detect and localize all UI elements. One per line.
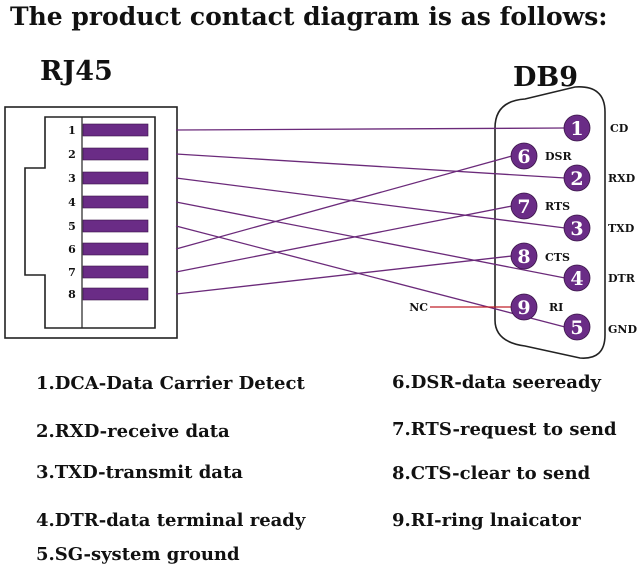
legend-item: 7.RTS-request to send: [392, 419, 617, 440]
rj45-pin-number: 6: [68, 243, 76, 256]
wire-rj5-db5: [175, 225, 566, 328]
rj45-pin-number: 4: [68, 196, 76, 209]
rj45-pin-5: [82, 219, 149, 233]
wire-rj3-db3: [175, 177, 566, 229]
db9-pin-number: 5: [570, 317, 583, 339]
rj45-pin-6: [82, 242, 149, 256]
wire-rj8-db8: [175, 255, 513, 295]
db9-pin-number: 7: [517, 196, 530, 218]
legend-item: 9.RI-ring lnaicator: [392, 510, 581, 531]
rj45-pin-number: 5: [68, 220, 76, 233]
db9-pin-number: 3: [570, 218, 583, 240]
rj45-pin-7: [82, 265, 149, 279]
db9-signal-label: CTS: [545, 251, 570, 264]
legend-item: 2.RXD-receive data: [36, 421, 230, 442]
db9-pin-number: 9: [517, 297, 530, 319]
db9-signal-label: GND: [608, 323, 637, 336]
db9-pin-2: [563, 164, 591, 192]
rj45-pin-number: 3: [68, 172, 76, 185]
db9-pin-1: [563, 114, 591, 142]
legend-item: 1.DCA-Data Carrier Detect: [36, 373, 305, 394]
legend-item: 4.DTR-data terminal ready: [36, 510, 306, 531]
db9-pin-number: 8: [517, 246, 530, 268]
db9-pin-number: 6: [517, 146, 530, 168]
db9-signal-label: RTS: [545, 200, 570, 213]
wire-rj1-db1: [175, 127, 566, 131]
db9-pin-7: [510, 192, 538, 220]
db9-pin-9: [510, 293, 538, 321]
rj45-pin-number: 1: [68, 124, 76, 137]
db9-signal-label: RI: [549, 301, 563, 314]
rj45-pin-number: 8: [68, 288, 76, 301]
db9-pin-6: [510, 142, 538, 170]
rj45-pin-number: 2: [68, 148, 76, 161]
nc-label: NC: [409, 301, 428, 314]
db9-pin-8: [510, 242, 538, 270]
legend-item: 5.SG-system ground: [36, 544, 240, 565]
db9-pin-5: [563, 313, 591, 341]
diagram-title: The product contact diagram is as follow…: [10, 2, 608, 31]
wire-rj7-db7: [175, 205, 513, 273]
db9-signal-label: RXD: [608, 172, 636, 185]
db9-pin-4: [563, 264, 591, 292]
db9-label: DB9: [513, 62, 579, 93]
db9-pin-number: 4: [570, 268, 583, 290]
rj45-pin-4: [82, 195, 149, 209]
db9-signal-label: DSR: [545, 150, 572, 163]
rj45-pin-8: [82, 287, 149, 301]
rj45-pin-2: [82, 147, 149, 161]
legend-item: 6.DSR-data seeready: [392, 372, 602, 393]
db9-pin-3: [563, 214, 591, 242]
db9-pin-number: 1: [570, 118, 583, 140]
legend-item: 8.CTS-clear to send: [392, 463, 591, 484]
wire-rj2-db2: [175, 153, 566, 179]
rj45-pin-3: [82, 171, 149, 185]
legend-item: 3.TXD-transmit data: [36, 462, 243, 483]
db9-signal-label: TXD: [608, 222, 635, 235]
db9-pin-number: 2: [570, 168, 583, 190]
rj45-pin-number: 7: [68, 266, 76, 279]
rj45-label: RJ45: [40, 56, 113, 87]
wire-rj6-db6: [175, 155, 513, 250]
wire-rj4-db4: [175, 201, 566, 279]
rj45-pin-1: [82, 123, 149, 137]
db9-signal-label: CD: [610, 122, 629, 135]
db9-signal-label: DTR: [608, 272, 636, 285]
